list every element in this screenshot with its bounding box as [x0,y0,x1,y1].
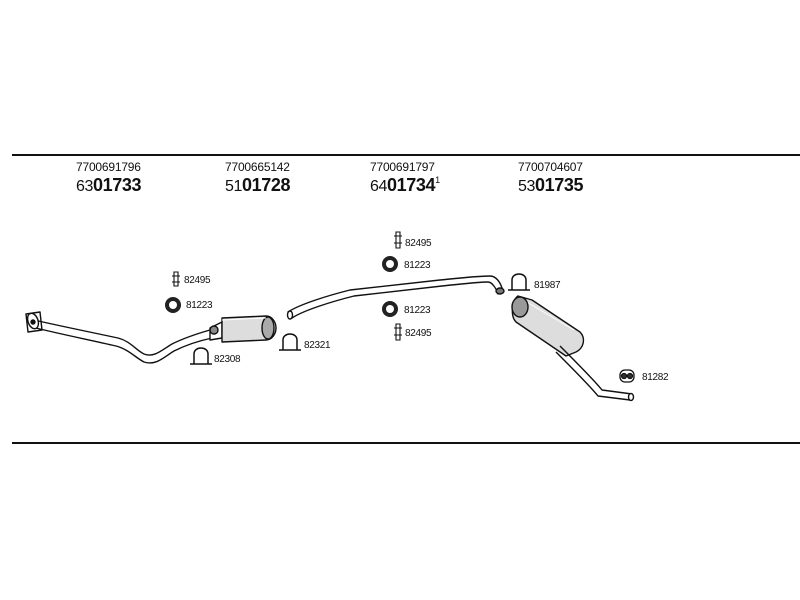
clamp-label: 81987 [534,280,561,291]
hanger-label: 82495 [405,238,432,249]
ring-label: 81223 [186,300,213,311]
part-header-intermediate-pipe: 7700691797 64017341 [370,160,440,196]
clamp-label: 82308 [214,354,241,365]
catalog-main: 01735 [535,175,584,195]
part-header-middle-silencer: 7700665142 5101728 [225,160,290,196]
catalog-prefix: 51 [225,178,242,195]
top-rule [12,154,800,156]
ring-label: 81223 [404,305,431,316]
rubber-mount-icon [619,369,635,383]
catalog-suffix: 1 [435,175,440,185]
hanger-icon-c [394,323,402,341]
rubber-mount-label: 81282 [642,372,669,383]
clamp-icon-a [190,347,212,365]
catalog-number: 5301735 [518,175,583,196]
catalog-number: 64017341 [370,175,440,196]
catalog-prefix: 64 [370,178,387,195]
catalog-number: 5101728 [225,175,290,196]
oe-number: 7700665142 [225,160,290,174]
catalog-main: 01734 [387,175,436,195]
catalog-main: 01728 [242,175,291,195]
hanger-icon-b [394,231,402,249]
middle-silencer [209,315,277,343]
ring-label: 81223 [404,260,431,271]
catalog-number: 6301733 [76,175,141,196]
rear-silencer [511,295,635,402]
part-header-front-pipe: 7700691796 6301733 [76,160,141,196]
clamp-icon-b [279,333,301,351]
oe-number: 7700691796 [76,160,141,174]
front-pipe [25,311,213,364]
hanger-icon-a [172,271,180,287]
intermediate-pipe [286,275,505,320]
oe-number: 7700704607 [518,160,583,174]
ring-icon-b [382,256,398,272]
catalog-prefix: 63 [76,178,93,195]
hanger-label: 82495 [184,275,211,286]
bottom-rule [12,442,800,444]
ring-icon-c [382,301,398,317]
clamp-icon-c [508,273,530,291]
oe-number: 7700691797 [370,160,435,174]
hanger-label: 82495 [405,328,432,339]
catalog-main: 01733 [93,175,142,195]
catalog-prefix: 53 [518,178,535,195]
clamp-label: 82321 [304,340,331,351]
part-header-rear-silencer: 7700704607 5301735 [518,160,583,196]
ring-icon-a [165,297,181,313]
